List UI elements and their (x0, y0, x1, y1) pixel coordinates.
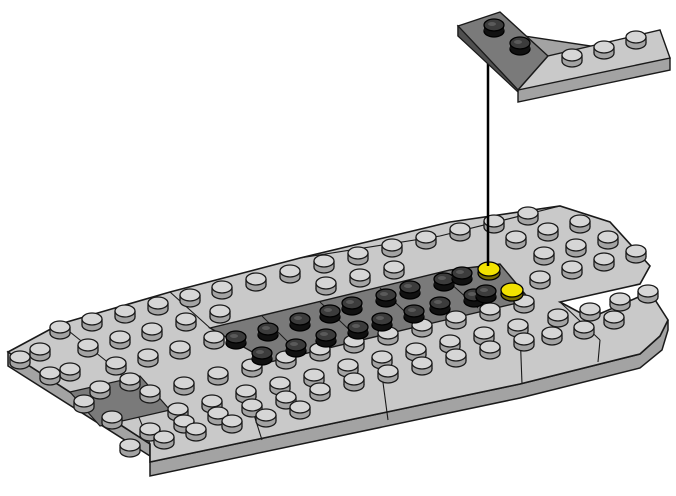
light-stud-4 (148, 297, 168, 315)
dark-stud-plate-2 (510, 37, 530, 55)
light-stud-plate-5 (626, 31, 646, 49)
light-stud-7 (246, 273, 266, 291)
light-stud-53 (480, 303, 500, 321)
light-stud-34 (30, 343, 50, 361)
dark-stud-4 (286, 339, 306, 357)
light-stud-27 (106, 357, 126, 375)
light-stud-79 (344, 373, 364, 391)
light-stud-8 (280, 265, 300, 283)
light-stud-31 (534, 247, 554, 265)
light-stud-37 (530, 271, 550, 289)
light-stud-16 (78, 339, 98, 357)
light-stud-88 (222, 415, 242, 433)
light-stud-57 (610, 293, 630, 311)
light-stud-38 (562, 261, 582, 279)
light-stud-72 (604, 311, 624, 329)
light-stud-43 (140, 385, 160, 403)
light-stud-56 (580, 303, 600, 321)
light-stud-84 (514, 333, 534, 351)
light-stud-17 (110, 331, 130, 349)
light-stud-58 (638, 285, 658, 303)
light-stud-55 (548, 309, 568, 327)
light-stud-29 (170, 341, 190, 359)
light-stud-1 (50, 321, 70, 339)
light-stud-9 (314, 255, 334, 273)
light-stud-26 (570, 215, 590, 233)
light-stud-33 (598, 231, 618, 249)
light-stud-10 (348, 247, 368, 265)
light-stud-89 (256, 409, 276, 427)
dark-stud-plate-1 (484, 19, 504, 37)
dark-stud-1 (226, 331, 246, 349)
light-stud-81 (412, 357, 432, 375)
dark-stud-12 (404, 305, 424, 323)
dark-stud-11 (372, 313, 392, 331)
light-stud-13 (450, 223, 470, 241)
light-stud-85 (120, 439, 140, 457)
light-stud-2 (82, 313, 102, 331)
light-stud-3 (115, 305, 135, 323)
dark-stud-5 (290, 313, 310, 331)
light-stud-44 (174, 377, 194, 395)
placement-marker-2 (501, 283, 523, 301)
light-stud-25 (538, 223, 558, 241)
light-stud-21 (316, 277, 336, 295)
dark-stud-3 (252, 347, 272, 365)
dark-stud-18 (476, 285, 496, 303)
light-stud-90 (290, 401, 310, 419)
light-stud-24 (506, 231, 526, 249)
light-stud-52 (446, 311, 466, 329)
dark-stud-9 (342, 297, 362, 315)
light-stud-18 (142, 323, 162, 341)
light-stud-11 (382, 239, 402, 257)
light-stud-plate-3 (562, 49, 582, 67)
dark-stud-8 (348, 321, 368, 339)
dark-stud-10 (376, 289, 396, 307)
dark-stud-15 (430, 297, 450, 315)
light-stud-91 (74, 395, 94, 413)
dark-stud-2 (258, 323, 278, 341)
light-stud-42 (40, 367, 60, 385)
light-stud-23 (384, 261, 404, 279)
dark-stud-7 (316, 329, 336, 347)
light-stud-20 (210, 305, 230, 323)
light-stud-87 (186, 423, 206, 441)
light-stud-22 (350, 269, 370, 287)
light-stud-83 (480, 341, 500, 359)
light-stud-45 (208, 367, 228, 385)
light-stud-78 (310, 383, 330, 401)
light-stud-82 (446, 349, 466, 367)
dark-stud-17 (452, 267, 472, 285)
light-stud-93 (120, 373, 140, 391)
light-stud-39 (594, 253, 614, 271)
light-stud-80 (378, 365, 398, 383)
light-stud-30 (204, 331, 224, 349)
light-stud-86 (154, 431, 174, 449)
dark-stud-14 (434, 273, 454, 291)
light-stud-plate-4 (594, 41, 614, 59)
dark-stud-6 (320, 305, 340, 323)
light-stud-41 (10, 351, 30, 369)
light-stud-15 (518, 207, 538, 225)
light-stud-92 (102, 411, 122, 429)
light-stud-5 (180, 289, 200, 307)
light-stud-12 (416, 231, 436, 249)
light-stud-32 (566, 239, 586, 257)
light-stud-28 (138, 349, 158, 367)
light-stud-40 (626, 245, 646, 263)
light-stud-6 (212, 281, 232, 299)
light-stud-36 (90, 381, 110, 399)
light-stud-70 (542, 327, 562, 345)
light-stud-35 (60, 363, 80, 381)
dark-stud-13 (400, 281, 420, 299)
light-stud-71 (574, 321, 594, 339)
light-stud-19 (176, 313, 196, 331)
